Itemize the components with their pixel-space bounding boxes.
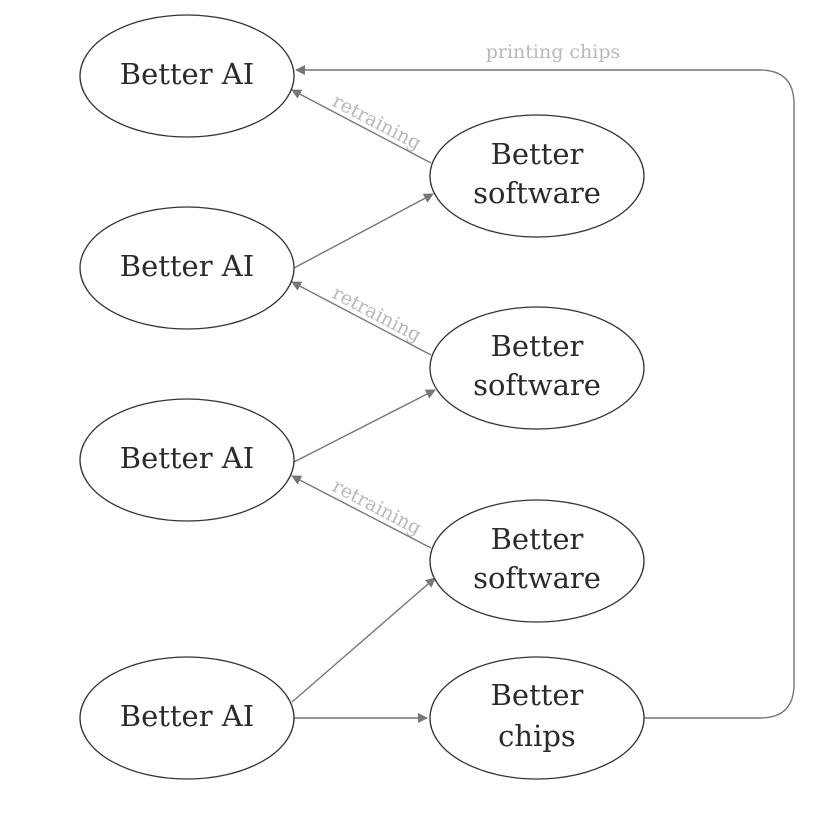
node-label: Better AI: [120, 699, 254, 733]
node-better-chips: Better chips: [429, 656, 645, 780]
node-label: Better AI: [120, 249, 254, 283]
edge-sw1-to-ai1: [291, 89, 432, 164]
node-better-ai-2: Better AI: [79, 206, 295, 330]
node-better-software-2: Better software: [429, 306, 645, 430]
edge-chips-to-ai1: [295, 65, 795, 719]
node-better-ai-3: Better AI: [79, 398, 295, 522]
node-better-ai-4: Better AI: [79, 656, 295, 780]
node-label-line1: Better: [491, 137, 584, 171]
node-better-software-3: Better software: [429, 499, 645, 623]
node-better-ai-1: Better AI: [79, 14, 295, 138]
node-better-software-1: Better software: [429, 114, 645, 238]
node-label-line1: Better: [491, 678, 584, 712]
edge-sw2-to-ai2: [291, 281, 432, 356]
edge-sw3-to-ai3: [291, 475, 432, 549]
edge-label-retraining-1: retraining: [329, 90, 425, 155]
edge-ai3-to-sw2: [293, 389, 436, 463]
node-label-line1: Better: [491, 522, 584, 556]
edge-label-retraining-3: retraining: [329, 475, 425, 540]
edges: [291, 65, 795, 723]
edge-labels: retraining retraining retraining printin…: [329, 41, 621, 540]
edge-label-printing-chips: printing chips: [486, 41, 621, 63]
node-label: Better AI: [120, 441, 254, 475]
node-label-line2: software: [473, 368, 601, 402]
edge-label-retraining-2: retraining: [329, 282, 425, 347]
node-label-line2: software: [473, 561, 601, 595]
node-label: Better AI: [120, 57, 254, 91]
edge-ai2-to-sw1: [293, 193, 434, 269]
node-label-line2: software: [473, 176, 601, 210]
edge-ai4-to-sw3: [291, 577, 436, 703]
node-label-line2: chips: [498, 719, 576, 753]
node-label-line1: Better: [491, 329, 584, 363]
